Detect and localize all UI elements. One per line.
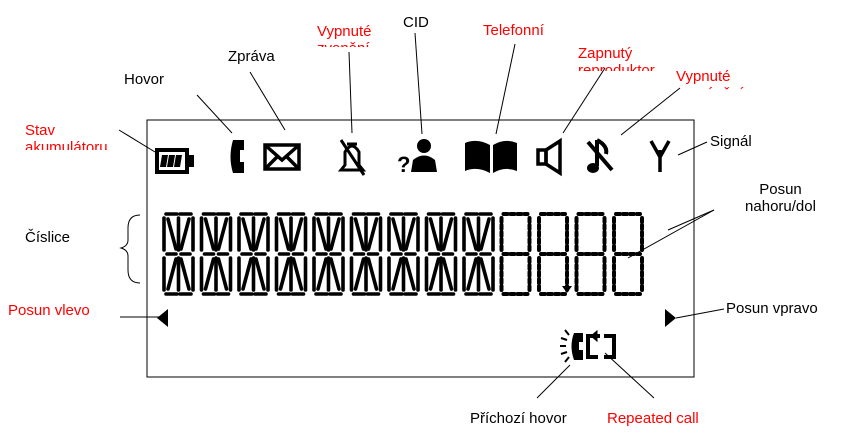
label-speaker-on-text: Zapnutý reproduktor	[578, 45, 655, 71]
digit-segment	[353, 217, 366, 251]
digit-segment	[353, 257, 366, 291]
digit-segment	[366, 257, 379, 291]
digit-cell	[462, 212, 495, 296]
digit-segment	[254, 217, 266, 251]
mute-note-icon	[586, 138, 614, 173]
digit-segment	[466, 217, 478, 251]
digit-cell	[237, 212, 270, 296]
digits-brace	[119, 214, 141, 284]
digit-segment	[441, 217, 454, 251]
label-scroll-right: Posun vpravo	[726, 300, 818, 317]
label-cid: CID	[403, 14, 429, 31]
digit-cell	[499, 212, 532, 296]
digit-cell	[424, 212, 458, 296]
digit-display	[162, 212, 644, 296]
lcd-frame	[146, 119, 695, 378]
digit-cell	[612, 212, 644, 296]
label-scroll-updown-text: Posun nahoru/dol	[745, 181, 816, 215]
label-message: Zpráva	[228, 48, 275, 65]
label-incoming-call: Příchozí hovor	[470, 410, 567, 427]
digit-segment	[216, 257, 229, 291]
speaker-icon	[536, 137, 562, 177]
digit-segment	[278, 257, 291, 291]
digit-segment	[329, 217, 341, 251]
battery-icon	[155, 148, 194, 174]
svg-text:?: ?	[397, 152, 410, 177]
label-ringer-off: Vypnuté zvonění	[317, 23, 387, 47]
digit-segment	[404, 257, 416, 291]
antenna-icon	[649, 140, 671, 172]
label-ringer-off-text: Vypnuté zvonění	[317, 23, 372, 47]
label-scroll-updown: Posun nahoru/dol	[733, 181, 828, 215]
repeat-icon	[586, 329, 616, 359]
digit-segment	[391, 257, 403, 291]
digit-cell	[574, 212, 607, 296]
digit-segment	[166, 257, 178, 291]
label-speaker-on: Zapnutý reproduktor	[578, 45, 663, 71]
label-mute-text: Vypnuté vyzvánění	[676, 68, 744, 90]
digit-segment	[203, 217, 216, 251]
label-mute: Vypnuté vyzvánění	[676, 68, 766, 90]
digit-segment	[291, 217, 304, 251]
digit-segment	[428, 257, 441, 291]
ringer-off-icon	[337, 139, 367, 176]
handset-icon	[230, 140, 244, 173]
digit-cell	[199, 212, 233, 296]
scroll-down-indicator	[562, 286, 572, 293]
digit-segment	[316, 257, 328, 291]
digit-cell	[162, 212, 195, 296]
label-call: Hovor	[124, 71, 165, 88]
label-phonebook: Telefonní seznam	[483, 22, 563, 40]
digit-cell	[349, 212, 383, 296]
digit-segment	[179, 257, 191, 291]
incoming-call-icon	[560, 329, 583, 363]
envelope-icon	[263, 143, 301, 171]
digit-segment	[291, 257, 304, 291]
digit-segment	[216, 217, 229, 251]
label-digits: Číslice	[25, 229, 71, 246]
digit-segment	[479, 217, 491, 251]
digit-segment	[366, 217, 379, 251]
digit-cell	[537, 212, 569, 296]
digit-segment	[166, 217, 178, 251]
cid-person-icon: ?	[397, 139, 437, 177]
digit-segment	[316, 217, 328, 251]
digit-segment	[441, 257, 454, 291]
label-scroll-left: Posun vlevo	[8, 302, 90, 319]
digit-segment	[278, 217, 291, 251]
digit-cell	[387, 212, 420, 296]
label-phonebook-text: Telefonní seznam	[483, 22, 544, 40]
digit-cell	[312, 212, 345, 296]
label-battery-text: Stav akumulátoru	[25, 122, 108, 150]
digit-segment	[241, 217, 253, 251]
digit-cell	[274, 212, 308, 296]
digit-segment	[404, 217, 416, 251]
digit-segment	[428, 217, 441, 251]
digit-segment	[466, 257, 478, 291]
digit-segment	[479, 257, 491, 291]
arrow-left-icon	[157, 309, 168, 327]
digit-segment	[203, 257, 216, 291]
label-signal: Signál	[710, 133, 752, 150]
digit-segment	[241, 257, 253, 291]
digit-segment	[329, 257, 341, 291]
label-repeated-call: Repeated call	[607, 410, 699, 427]
phonebook-icon	[465, 140, 517, 173]
digit-segment	[391, 217, 403, 251]
digit-segment	[179, 217, 191, 251]
arrow-right-icon	[665, 309, 676, 327]
label-battery: Stav akumulátoru	[25, 122, 120, 150]
digit-segment	[254, 257, 266, 291]
